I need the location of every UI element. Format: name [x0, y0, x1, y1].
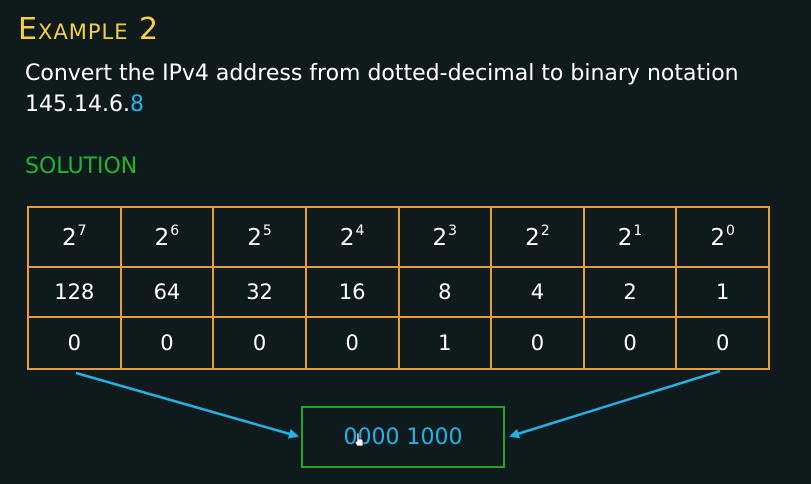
power-cell: 21: [582, 206, 678, 268]
example-title: Example 2: [18, 12, 160, 47]
weight-cell: 4: [490, 266, 585, 318]
weight-cell: 8: [397, 266, 493, 318]
bit-cell: 0: [27, 316, 122, 370]
power-base: 2: [710, 225, 726, 251]
power-cell: 22: [490, 206, 585, 268]
weight-cell: 64: [119, 266, 215, 318]
power-cell: 20: [675, 206, 770, 268]
bit-cell: 0: [490, 316, 585, 370]
power-base: 2: [247, 225, 262, 251]
power-exponent: 3: [448, 223, 458, 239]
hand-cursor-icon: [354, 432, 364, 447]
power-cell: 23: [397, 206, 493, 268]
power-base: 2: [62, 225, 77, 251]
power-cell: 25: [212, 206, 307, 268]
powers-row: 27 26 25 24 23 22 21 20: [27, 206, 770, 268]
binary-conversion-table: 27 26 25 24 23 22 21 20 128 64 32 16 8 4…: [27, 206, 770, 370]
ip-address-prefix: 145.14.6.: [25, 92, 130, 117]
bit-cell: 0: [212, 316, 307, 370]
weight-cell: 2: [582, 266, 678, 318]
bit-cell: 0: [675, 316, 770, 370]
bit-cell: 0: [582, 316, 678, 370]
power-cell: 27: [27, 206, 122, 268]
solution-label: SOLUTION: [25, 154, 138, 179]
weights-row: 128 64 32 16 8 4 2 1: [27, 266, 770, 318]
power-exponent: 1: [633, 223, 643, 239]
weight-cell: 1: [675, 266, 770, 318]
bit-cell: 1: [397, 316, 493, 370]
ip-address-highlight: 8: [129, 92, 144, 117]
bits-row: 0 0 0 0 1 0 0 0: [27, 316, 770, 370]
power-exponent: 0: [726, 223, 735, 239]
power-exponent: 4: [355, 223, 365, 239]
weight-cell: 128: [27, 266, 122, 318]
power-cell: 24: [304, 206, 400, 268]
power-exponent: 6: [170, 223, 180, 239]
bit-cell: 0: [304, 316, 400, 370]
binary-result-box: 0000 1000: [301, 406, 505, 468]
power-base: 2: [525, 225, 540, 251]
power-base: 2: [154, 225, 170, 251]
problem-statement: Convert the IPv4 address from dotted-dec…: [25, 61, 739, 86]
bit-cell: 0: [119, 316, 215, 370]
weight-cell: 32: [212, 266, 307, 318]
power-base: 2: [617, 225, 633, 251]
power-cell: 26: [119, 206, 215, 268]
power-exponent: 5: [262, 223, 272, 239]
power-exponent: 2: [540, 223, 550, 239]
power-base: 2: [339, 225, 355, 251]
ip-address: 145.14.6.8: [25, 92, 144, 117]
right-arrow: [509, 369, 721, 439]
power-exponent: 7: [77, 223, 87, 239]
weight-cell: 16: [304, 266, 400, 318]
left-arrow: [75, 371, 299, 439]
power-base: 2: [432, 225, 448, 251]
